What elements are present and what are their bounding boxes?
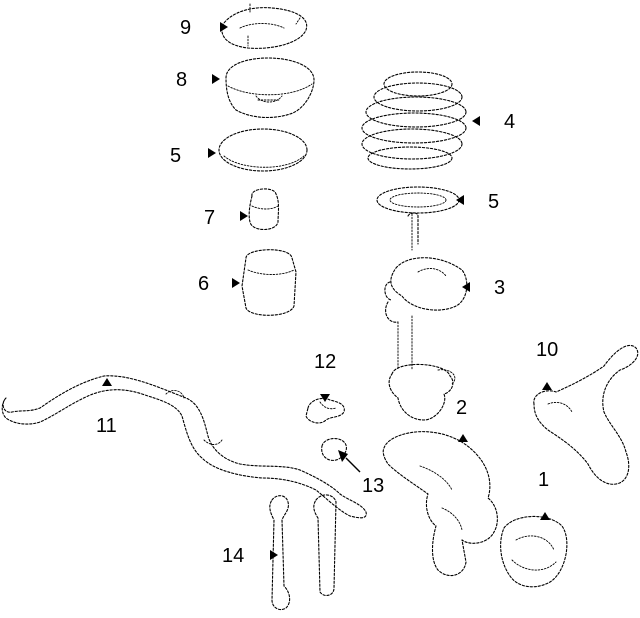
callout-arrow-11 — [102, 378, 112, 386]
part-11-stabilizer-bar — [1, 375, 367, 519]
callout-label-12: 12 — [314, 351, 336, 373]
callout-arrow-1 — [540, 512, 550, 520]
callout-arrow-4 — [472, 116, 480, 126]
callout-label-6: 6 — [198, 273, 209, 295]
callout-label-3: 3 — [494, 277, 505, 299]
callout-5-lower: 5 — [456, 191, 499, 213]
part-14-stabilizer-link — [269, 494, 337, 611]
part-9-upper-mount-plate — [221, 3, 308, 49]
callout-arrow-9 — [220, 22, 228, 32]
callout-2: 2 — [456, 397, 468, 442]
part-2-strut-lower — [388, 315, 456, 421]
callout-14: 14 — [222, 545, 278, 567]
part-10-control-arm — [533, 344, 639, 485]
callout-12: 12 — [314, 351, 336, 402]
part-5-lower-spring-seat — [376, 186, 460, 214]
callout-label-7: 7 — [204, 207, 215, 229]
callout-arrow-7 — [240, 211, 248, 221]
callout-arrow-5-lower — [456, 195, 464, 205]
callout-1: 1 — [538, 469, 550, 520]
callout-7: 7 — [204, 207, 248, 229]
callout-arrow-12 — [320, 394, 330, 402]
callout-4: 4 — [472, 111, 515, 133]
callout-8: 8 — [176, 69, 220, 91]
part-12-bushing — [305, 397, 345, 424]
part-4-coil-spring — [361, 71, 467, 170]
callout-label-10: 10 — [536, 339, 558, 361]
part-13-bracket — [321, 437, 347, 461]
part-3-strut-assembly — [384, 212, 468, 323]
callout-label-11: 11 — [96, 415, 117, 437]
part-6-dust-boot — [241, 249, 297, 316]
callout-label-5-upper: 5 — [170, 145, 181, 167]
callout-6: 6 — [198, 273, 240, 295]
callout-arrow-8 — [212, 74, 220, 84]
callout-label-5-lower: 5 — [488, 191, 499, 213]
callout-label-8: 8 — [176, 69, 187, 91]
callout-arrow-3 — [462, 282, 470, 292]
part-1-knuckle-hub — [382, 431, 568, 588]
callout-arrow-6 — [232, 278, 240, 288]
callout-label-1: 1 — [538, 469, 549, 491]
part-5-upper-spring-insulator — [218, 128, 308, 172]
callout-label-2: 2 — [456, 397, 467, 419]
callout-3: 3 — [462, 277, 505, 299]
callout-9: 9 — [180, 17, 228, 39]
callout-arrow-10 — [542, 382, 552, 390]
callout-arrow-5-upper — [208, 148, 216, 158]
callout-arrow-14 — [270, 550, 278, 560]
part-8-strut-mount — [225, 57, 315, 119]
callout-5-upper: 5 — [170, 145, 216, 167]
callout-label-13: 13 — [362, 475, 384, 497]
callout-label-14: 14 — [222, 545, 244, 567]
callout-13: 13 — [338, 450, 384, 497]
callout-label-4: 4 — [504, 111, 515, 133]
callout-label-9: 9 — [180, 17, 191, 39]
part-7-bump-stop — [248, 188, 280, 231]
callout-10: 10 — [536, 339, 558, 390]
callout-arrow-2 — [458, 434, 468, 442]
callout-11: 11 — [96, 378, 117, 437]
callout-arrow-13 — [338, 450, 348, 462]
